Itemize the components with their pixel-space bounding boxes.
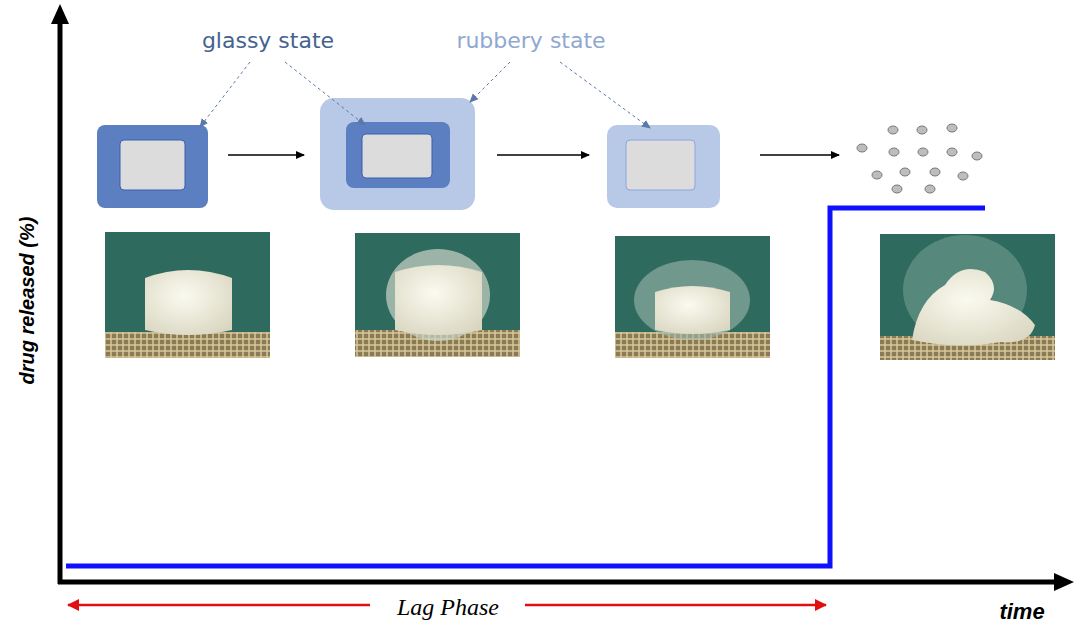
release-curve bbox=[66, 208, 985, 566]
axis-title: time bbox=[999, 599, 1044, 625]
axes bbox=[51, 4, 1074, 591]
state-label: glassy state bbox=[202, 28, 334, 53]
tablet-photo bbox=[880, 234, 1055, 360]
step-arrow bbox=[228, 154, 304, 156]
state-label: rubbery state bbox=[456, 28, 605, 53]
tablet-photo bbox=[105, 232, 270, 358]
tablet-photo bbox=[615, 236, 770, 358]
step-arrow bbox=[760, 154, 839, 156]
tablet-photo bbox=[355, 233, 520, 357]
tablet-schematic bbox=[607, 125, 720, 208]
tablet-schematic bbox=[97, 125, 208, 208]
step-arrow bbox=[497, 154, 589, 156]
phase-label: Lag Phase bbox=[397, 594, 499, 621]
leader-lines bbox=[200, 62, 650, 128]
drug-particles bbox=[857, 124, 982, 193]
tablet-schematic bbox=[320, 98, 475, 210]
axis-title: drug released (%) bbox=[17, 216, 40, 384]
